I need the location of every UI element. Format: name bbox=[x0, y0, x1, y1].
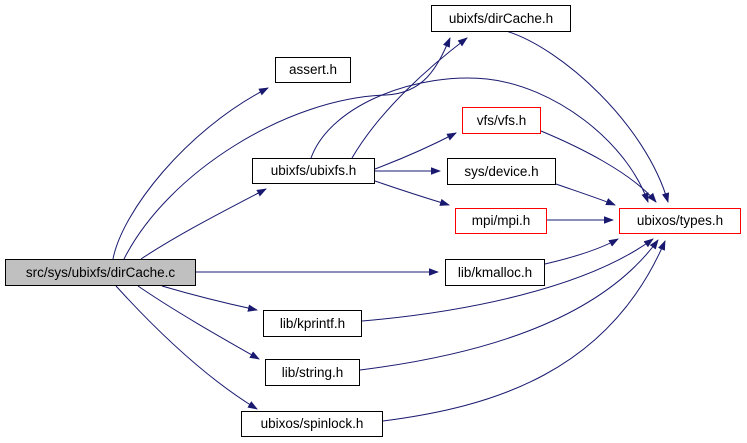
edge-dircache-h-to-types-h bbox=[505, 30, 670, 203]
edge-dircache-c-to-dircache-h bbox=[123, 37, 451, 260]
edge-ubixfs-h-to-mpi-h bbox=[374, 180, 450, 206]
node-src-sys-ubixfs-dircache-c: src/sys/ubixfs/dirCache.c bbox=[5, 259, 196, 286]
node-vfs-vfs-h[interactable]: vfs/vfs.h bbox=[462, 107, 541, 134]
node-mpi-mpi-h[interactable]: mpi/mpi.h bbox=[455, 208, 547, 234]
node-lib-kmalloc-h[interactable]: lib/kmalloc.h bbox=[445, 259, 545, 286]
node-ubixfs-ubixfs-h[interactable]: ubixfs/ubixfs.h bbox=[252, 158, 375, 184]
edge-spinlock-h-to-types-h bbox=[382, 240, 666, 422]
node-ubixos-types-h[interactable]: ubixos/types.h bbox=[619, 208, 741, 234]
edge-dircache-c-to-ubixfs-h bbox=[140, 188, 267, 260]
edge-kmalloc-h-to-types-h bbox=[544, 238, 619, 265]
edge-dircache-c-to-spinlock-h bbox=[115, 285, 258, 410]
node-lib-string-h[interactable]: lib/string.h bbox=[265, 359, 360, 386]
node-ubixos-spinlock-h[interactable]: ubixos/spinlock.h bbox=[241, 411, 383, 437]
edge-kprintf-h-to-types-h bbox=[361, 238, 654, 322]
node-lib-kprintf-h[interactable]: lib/kprintf.h bbox=[263, 310, 362, 337]
edge-dircache-c-to-string-h bbox=[137, 285, 260, 360]
edge-ubixfs-h-to-dircache-h bbox=[351, 37, 468, 159]
edge-ubixfs-h-to-types-h bbox=[310, 77, 649, 203]
node-sys-device-h[interactable]: sys/device.h bbox=[447, 158, 556, 185]
edge-device-h-to-types-h bbox=[555, 183, 616, 206]
node-ubixfs-dircache-h[interactable]: ubixfs/dirCache.h bbox=[431, 5, 571, 32]
edge-string-h-to-types-h bbox=[359, 239, 659, 371]
edge-vfs-h-to-types-h bbox=[540, 130, 657, 203]
node-assert-h[interactable]: assert.h bbox=[275, 57, 351, 83]
edge-dircache-c-to-assert-h bbox=[112, 87, 269, 260]
edge-ubixfs-h-to-vfs-h bbox=[374, 132, 457, 170]
edge-dircache-c-to-kprintf-h bbox=[161, 285, 258, 312]
